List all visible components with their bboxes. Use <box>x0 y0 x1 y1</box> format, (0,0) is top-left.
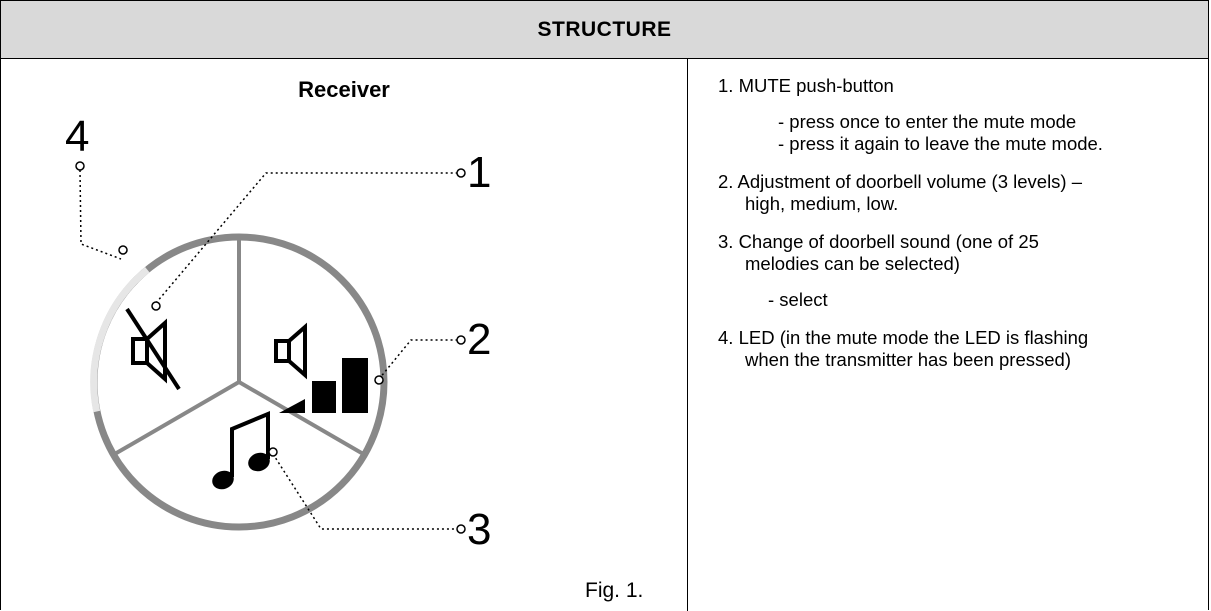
callout-leaders <box>79 169 457 530</box>
callout-3: 3 <box>467 505 491 554</box>
volume-bars-icon <box>279 358 368 413</box>
list-item: 3. Change of doorbell sound (one of 25 m… <box>718 231 1198 311</box>
item-3-line-1: 3. Change of doorbell sound (one of 25 <box>718 231 1039 252</box>
section-header: STRUCTURE <box>1 1 1208 59</box>
figure-panel: Receiver <box>1 59 687 611</box>
figure-title: Receiver <box>298 77 390 102</box>
figure-caption: Fig. 1. <box>585 579 644 602</box>
item-3-sub-1: - select <box>768 289 828 310</box>
speaker-icon <box>274 322 307 380</box>
callout-4: 4 <box>65 112 89 161</box>
led-arc <box>90 266 150 413</box>
column-divider <box>687 59 688 611</box>
mute-speaker-icon <box>125 307 181 391</box>
list-item: 4. LED (in the mute mode the LED is flas… <box>718 327 1198 371</box>
item-1-title: 1. MUTE push-button <box>718 75 894 96</box>
feature-list: 1. MUTE push-button - press once to ente… <box>718 75 1198 383</box>
item-3-line-2: melodies can be selected) <box>745 253 960 274</box>
receiver-diagram: 1 2 3 4 <box>65 112 491 554</box>
description-panel: 1. MUTE push-button - press once to ente… <box>688 59 1208 611</box>
item-1-sub-2: - press it again to leave the mute mode. <box>778 133 1103 154</box>
item-2-line-1: 2. Adjustment of doorbell volume (3 leve… <box>718 171 1083 192</box>
item-4-line-2: when the transmitter has been pressed) <box>745 349 1071 370</box>
callout-markers <box>75 161 466 534</box>
list-item: 1. MUTE push-button - press once to ente… <box>718 75 1198 155</box>
item-2-line-2: high, medium, low. <box>745 193 899 214</box>
item-4-line-1: 4. LED (in the mute mode the LED is flas… <box>718 327 1089 348</box>
callout-1: 1 <box>467 148 491 197</box>
item-1-sub-1: - press once to enter the mute mode <box>778 111 1077 132</box>
callout-2: 2 <box>467 315 491 364</box>
list-item: 2. Adjustment of doorbell volume (3 leve… <box>718 171 1198 215</box>
music-note-icon <box>212 411 270 490</box>
section-title: STRUCTURE <box>537 17 672 41</box>
sector-dividers <box>111 237 367 457</box>
